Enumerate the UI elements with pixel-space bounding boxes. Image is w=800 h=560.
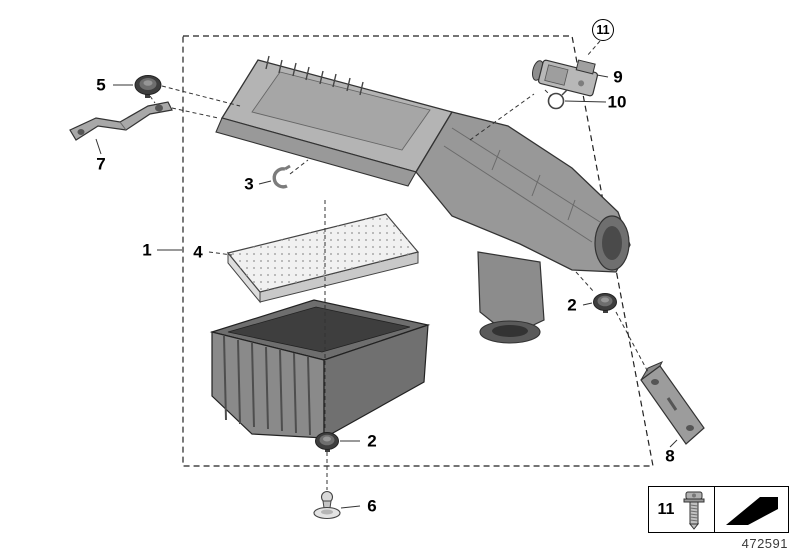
air-filter-element [226, 213, 420, 304]
direction-arrow-icon [726, 496, 778, 525]
legend-callout-11: 11 [657, 500, 675, 518]
clip-part-3 [272, 164, 291, 189]
drawing-number: 472591 [741, 536, 788, 551]
clamp-part-10 [547, 89, 568, 110]
callout-2-right[interactable]: 2 [567, 295, 577, 315]
legend-direction-cell [713, 486, 789, 533]
callout-9[interactable]: 9 [613, 67, 623, 87]
callout-5[interactable]: 5 [96, 75, 106, 95]
screw-icon [683, 491, 705, 530]
leader-lines [95, 40, 678, 509]
intake-silencer-cover [215, 55, 631, 344]
rubber-mount-part-2-right [593, 293, 617, 313]
lower-housing [209, 299, 431, 440]
bracket-part-7 [69, 101, 173, 141]
legend-fastener-cell[interactable]: 11 [648, 486, 715, 533]
buffer-part-6 [313, 490, 341, 520]
rubber-mount-part-5 [134, 75, 162, 98]
callout-8[interactable]: 8 [665, 446, 675, 466]
callout-1[interactable]: 1 [142, 240, 152, 260]
rubber-mount-part-2-bottom [315, 432, 339, 452]
bracket-part-8 [640, 361, 705, 445]
callout-6[interactable]: 6 [367, 496, 377, 516]
callout-2-bottom[interactable]: 2 [367, 431, 377, 451]
maf-sensor-part-9 [531, 59, 599, 97]
callout-7[interactable]: 7 [96, 154, 106, 174]
callout-4[interactable]: 4 [193, 242, 203, 262]
callout-10[interactable]: 10 [607, 92, 627, 112]
callout-11-circled[interactable]: 11 [592, 19, 614, 41]
callout-3[interactable]: 3 [244, 174, 254, 194]
